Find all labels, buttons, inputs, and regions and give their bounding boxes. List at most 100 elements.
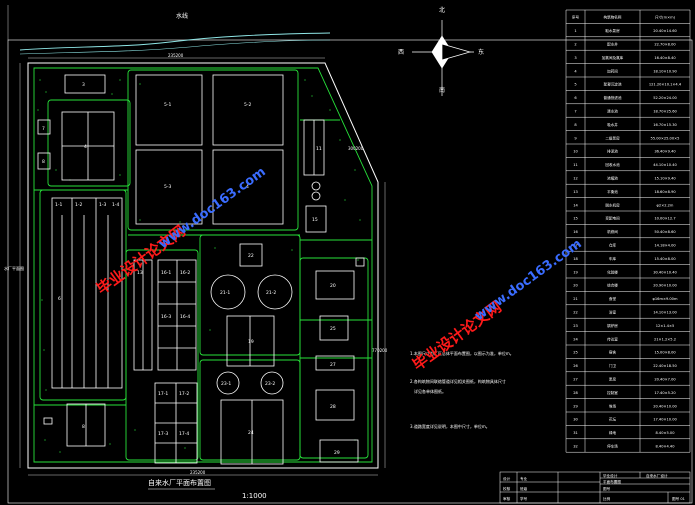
gate-14 (43, 417, 53, 425)
label-1-1: 1-1 (55, 202, 62, 208)
label-1-4: 1-4 (112, 202, 119, 208)
table-cell-name: 食堂 (609, 296, 617, 301)
table-cell-no: 16 (573, 230, 578, 234)
table-cell-no: 3 (574, 56, 576, 60)
table-cell-no: 14 (573, 203, 578, 207)
label-20: 20 (330, 283, 336, 289)
note-2: 2.各构筑物间联络管道详见相关图纸，构筑物具体尺寸 (410, 378, 506, 384)
table-cell-name: 清水池 (607, 109, 618, 114)
drawing-frame (7, 39, 693, 504)
clarifier-23-1 (216, 371, 240, 395)
table-cell-name: 配水井 (607, 42, 618, 47)
clarifier-21-1 (210, 274, 246, 310)
compass-north: 北 (439, 6, 445, 14)
table-cell-no: 28 (573, 391, 578, 395)
gate-2 (355, 257, 365, 267)
table-cell-no: 2 (574, 43, 576, 47)
table-cell-no: 5 (574, 83, 576, 87)
table-cell-spec: 15.40×8.00 (654, 257, 676, 261)
table-cell-name: 仓库 (609, 243, 617, 248)
compass-west: 西 (398, 49, 404, 56)
label-8: 8 (42, 159, 45, 165)
table-cell-no: 26 (573, 364, 578, 368)
basin-6 (51, 197, 123, 389)
table-cell-spec: 20.90×10.00 (653, 284, 677, 288)
clarifier-21-2 (257, 274, 293, 310)
table-cell-spec: 22.70×8.00 (654, 43, 676, 47)
table-cell-spec: 18.60×8.90 (654, 190, 676, 194)
table-cell-spec: 17.40×10.00 (653, 418, 677, 422)
table-cell-name: 堆场 (609, 403, 617, 408)
table-cell-no: 15 (573, 217, 578, 221)
table-cell-name: 控制室 (607, 390, 618, 395)
label-9: 8 (82, 424, 85, 430)
dim-bottom: 235200 (190, 470, 206, 475)
label-17-3: 17-3 (158, 431, 168, 437)
north-compass-icon (412, 20, 474, 96)
tb-sheet-no: 图号 01 (672, 496, 685, 501)
label-23-2: 23-2 (265, 381, 275, 387)
table-cell-name: 车库 (609, 256, 617, 261)
label-27: 27 (330, 362, 336, 368)
tb-checker: 校核 (503, 486, 511, 491)
table-cell-spec: 36.40×9.40 (654, 150, 676, 154)
label-5-3: 5-3 (164, 184, 171, 190)
tb-approver: 审核 (503, 496, 511, 501)
table-cell-name: 浴室 (609, 310, 617, 315)
table-cell-name: 化验楼 (607, 269, 618, 274)
table-cell-name: 机修间 (607, 229, 618, 234)
table-cell-spec: 44.10×10.40 (653, 163, 677, 167)
tb-row1: 专业 (520, 476, 528, 481)
plan-title: 自来水厂平面布置图 (148, 478, 211, 487)
greenery-dots (37, 79, 361, 453)
table-cell-spec: 12×1.4×5 (656, 324, 675, 328)
tb-row2: 班级 (520, 486, 528, 491)
facility-labels: 3 4 7 8 5-1 5-2 5-3 4 1-1 1-2 1-3 1-4 6 … (42, 82, 340, 456)
label-24: 24 (248, 430, 254, 436)
unit-12b (311, 191, 321, 201)
label-3: 3 (82, 82, 85, 88)
table-cell-spec: 18.70×25.60 (653, 110, 677, 114)
tb-row3: 学号 (520, 496, 528, 501)
building-22 (239, 243, 263, 267)
river-line-lower (19, 39, 331, 55)
tb-label-b: 比例 (603, 496, 611, 501)
table-cell-no: 17 (573, 244, 578, 248)
title-block (499, 471, 691, 504)
tb-sheet-title: 平面布置图 (603, 479, 621, 484)
label-1-2: 1-2 (75, 202, 82, 208)
table-cell-no: 27 (573, 378, 578, 382)
table-cell-name: 变配电间 (605, 216, 620, 221)
table-cell-spec: 55.00×25.00×5 (651, 136, 680, 140)
table-cell-name: 絮凝沉淀池 (604, 82, 622, 87)
table-cell-no: 4 (574, 69, 577, 73)
plan-scale: 1:1000 (242, 492, 267, 500)
building-28 (315, 389, 355, 421)
house-8 (37, 152, 51, 170)
table-cell-spec: φ16m×9.00m (653, 297, 678, 301)
label-28: 28 (330, 404, 336, 410)
table-cell-no: 31 (573, 431, 578, 435)
table-cell-spec: 14.10×13.00 (653, 311, 677, 315)
building-27 (315, 355, 355, 371)
table-header-name: 构筑物名称 (604, 15, 622, 20)
building-25 (319, 315, 349, 341)
label-11: 11 (316, 146, 322, 152)
table-cell-spec: 14.18×4.00 (654, 244, 676, 248)
table-header-no: 序号 (572, 15, 580, 20)
table-cell-name: 综合楼 (607, 283, 618, 288)
table-cell-name: 普通快滤池 (604, 95, 622, 100)
table-cell-no: 21 (573, 297, 578, 301)
table-cell-spec: 18.10×10.90 (653, 69, 677, 73)
table-cell-spec: 8.40×4.40 (655, 445, 675, 449)
note-1: 1.本图尺寸为厂区总体平面布置图，以图示为准，单位m。 (410, 350, 514, 356)
building-19 (226, 315, 275, 367)
tb-project: 自来水厂设计 (646, 473, 668, 478)
table-cell-spec: 30.40×10.40 (653, 270, 677, 274)
table-cell-no: 6 (574, 96, 577, 100)
dim-top: 235200 (168, 53, 184, 58)
table-cell-spec: 8.40×5.00 (655, 431, 675, 435)
compass-east: 东 (478, 48, 484, 56)
table-cell-no: 13 (573, 190, 578, 194)
table-cell-no: 7 (574, 110, 576, 114)
